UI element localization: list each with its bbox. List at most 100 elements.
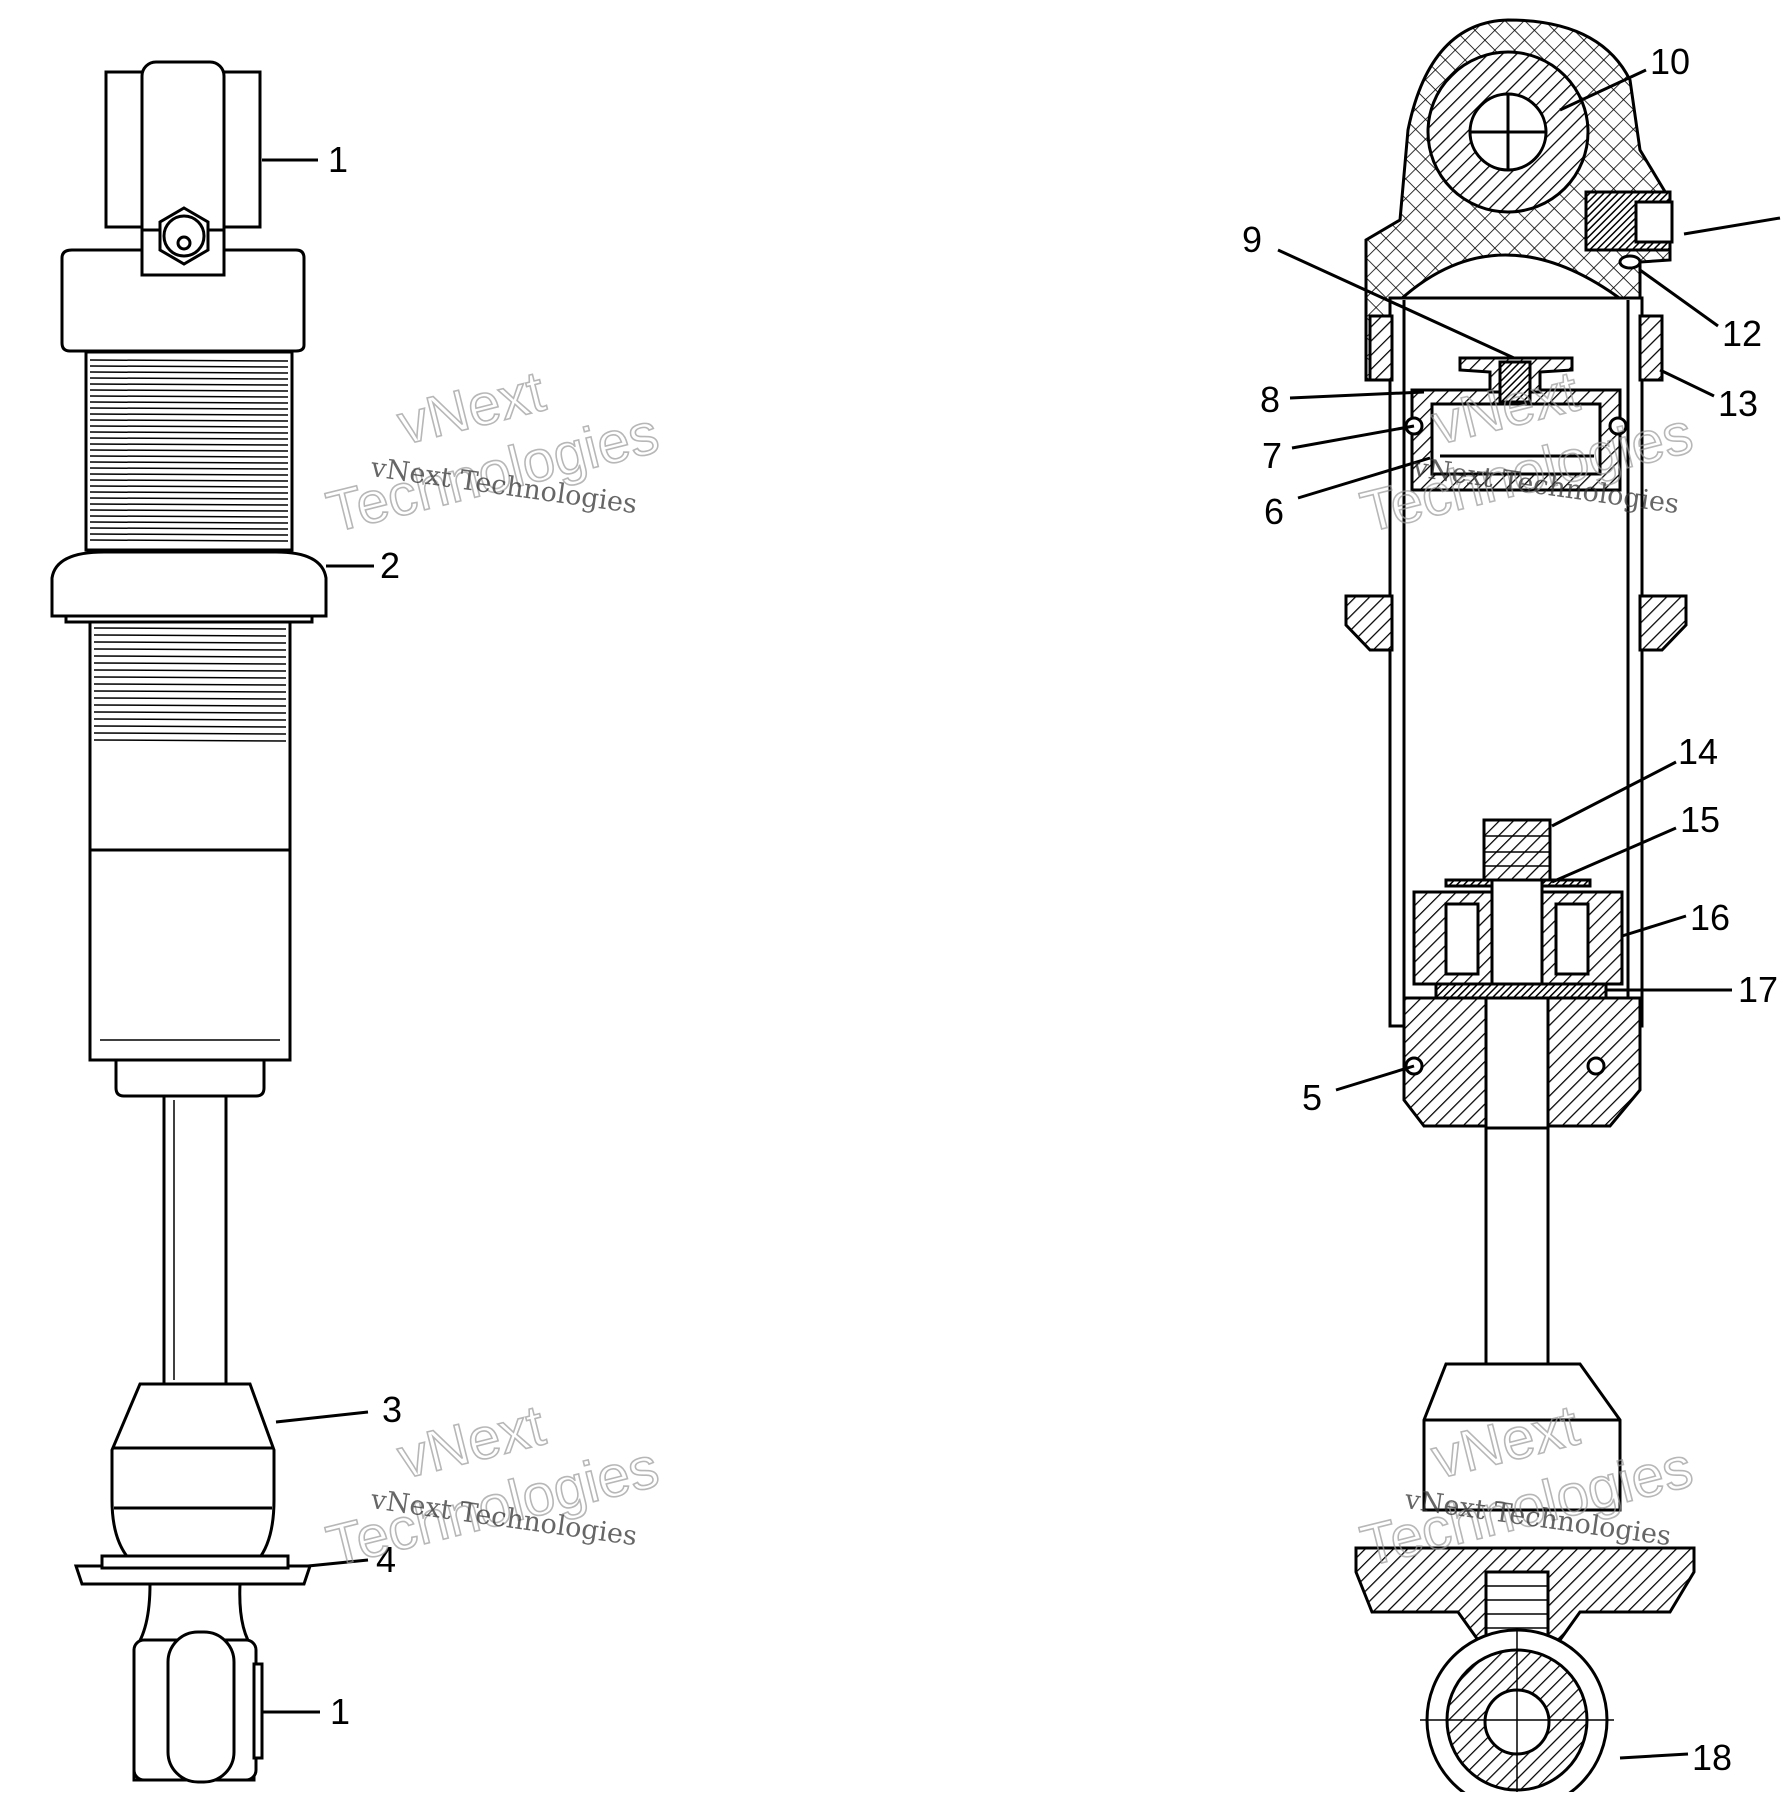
leader-3 <box>275 1410 369 1424</box>
thread-line <box>89 437 289 440</box>
leader-13 <box>1659 368 1715 398</box>
o-ring-5-right <box>1586 1056 1606 1076</box>
callout-14: 14 <box>1678 731 1718 772</box>
piston-rod-through <box>1490 878 1544 994</box>
thread-line <box>93 718 287 721</box>
fill-valve-cap <box>1634 200 1674 244</box>
thread-line <box>89 521 289 524</box>
thread-line <box>89 413 289 416</box>
callout-18: 18 <box>1692 1737 1732 1778</box>
thread-line <box>89 365 289 368</box>
thread-line <box>89 533 289 536</box>
floating-piston-cavity <box>1430 402 1602 476</box>
leader-11 <box>1683 216 1781 236</box>
piston-port-right <box>1554 902 1590 976</box>
callout-16: 16 <box>1690 897 1730 938</box>
thread-line <box>93 627 287 630</box>
spring-seat-right <box>1638 594 1688 652</box>
right-callouts: 10 9 12 8 13 7 6 14 15 16 17 5 18 <box>1242 41 1778 1778</box>
callout-7: 7 <box>1262 435 1282 476</box>
thread-line <box>89 449 289 452</box>
left-shock-exterior <box>50 60 328 1784</box>
thread-line <box>89 407 289 410</box>
thread-line <box>89 425 289 428</box>
thread-line <box>93 732 287 735</box>
callout-4: 4 <box>376 1539 396 1580</box>
callout-2: 2 <box>380 545 400 586</box>
upper-threads <box>89 359 289 542</box>
piston-shim-17 <box>1434 982 1608 1000</box>
thread-line <box>89 461 289 464</box>
thread-line <box>93 739 287 742</box>
thread-line <box>89 509 289 512</box>
thread-line <box>89 383 289 386</box>
left-leader-lines <box>262 158 374 1714</box>
top-cap <box>60 248 306 353</box>
leader-7 <box>1291 424 1415 450</box>
thread-line <box>93 704 287 707</box>
thread-line <box>89 443 289 446</box>
thread-line <box>89 491 289 494</box>
bottom-thread-stud <box>1484 1570 1550 1640</box>
body-bottom-cap <box>114 1058 266 1098</box>
thread-line <box>93 641 287 644</box>
leader-6 <box>1297 456 1431 500</box>
right-leader-lines <box>1277 68 1781 1760</box>
head-dome <box>1396 253 1627 302</box>
thread-line <box>89 371 289 374</box>
thread-line <box>93 676 287 679</box>
callout-13: 13 <box>1718 383 1758 424</box>
callout-1-bottom: 1 <box>330 1691 350 1732</box>
thread-line <box>89 377 289 380</box>
thread-line <box>89 497 289 500</box>
leader-5 <box>1335 1064 1415 1092</box>
spring-seat-left <box>1344 594 1394 652</box>
bottom-eyelet-bushing <box>252 1662 264 1760</box>
callout-6: 6 <box>1264 491 1284 532</box>
leader-12 <box>1639 268 1719 328</box>
thread-line <box>93 634 287 637</box>
thread-line <box>93 725 287 728</box>
head-seal-left <box>1368 314 1394 382</box>
leader-18 <box>1619 1752 1689 1760</box>
piston-port-left <box>1444 902 1480 976</box>
thread-line <box>93 655 287 658</box>
thread-line <box>89 503 289 506</box>
o-ring-12 <box>1618 254 1642 270</box>
bleed-screw <box>1498 360 1532 404</box>
bottom-eyelet-slot <box>166 1630 236 1784</box>
thread-line <box>89 395 289 398</box>
shaft-lower <box>1484 1126 1550 1366</box>
leader-9 <box>1277 248 1515 360</box>
callout-3: 3 <box>382 1389 402 1430</box>
thread-line <box>93 697 287 700</box>
thread-line <box>89 389 289 392</box>
head-seal-right <box>1638 314 1664 382</box>
leader-14 <box>1551 760 1677 828</box>
thread-line <box>93 648 287 651</box>
lower-threads <box>93 627 287 742</box>
bumper <box>110 1382 276 1562</box>
thread-line <box>89 479 289 482</box>
o-ring-7-right <box>1608 416 1628 436</box>
leader-10 <box>1559 68 1647 112</box>
callout-15: 15 <box>1680 799 1720 840</box>
washer-top <box>100 1554 290 1570</box>
thread-line <box>93 690 287 693</box>
bolt-hole <box>176 235 192 251</box>
thread-line <box>93 683 287 686</box>
callout-8: 8 <box>1260 379 1280 420</box>
thread-line <box>89 527 289 530</box>
callout-10: 10 <box>1650 41 1690 82</box>
thread-line <box>89 539 289 542</box>
thread-line <box>89 431 289 434</box>
lower-body <box>88 620 292 1062</box>
seal-head-bore <box>1484 996 1550 1130</box>
thread-line <box>89 455 289 458</box>
thread-line <box>93 711 287 714</box>
thread-line <box>93 662 287 665</box>
thread-line <box>89 515 289 518</box>
thread-line <box>89 401 289 404</box>
